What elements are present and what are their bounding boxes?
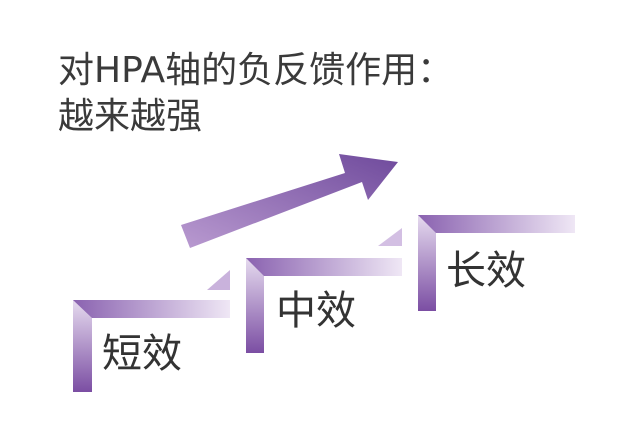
step-mid-riser	[246, 258, 264, 353]
step-mid	[246, 228, 402, 353]
step-long-tread	[418, 215, 575, 233]
step-label-short: 短效	[102, 331, 182, 377]
step-long-riser	[418, 215, 436, 311]
step-short-riser	[73, 300, 92, 392]
step-mid-connector	[378, 228, 402, 246]
title-line-1: 对HPA轴的负反馈作用：	[58, 50, 454, 91]
step-label-long: 长效	[446, 248, 526, 294]
step-mid-tread	[246, 258, 402, 276]
title-line-2: 越来越强	[58, 96, 203, 137]
slide-title: 对HPA轴的负反馈作用： 越来越强	[58, 48, 453, 140]
step-short-connector	[207, 270, 230, 290]
step-short-tread	[73, 300, 230, 318]
rising-arrow	[181, 154, 398, 248]
step-label-mid: 中效	[276, 288, 356, 334]
step-short	[73, 270, 230, 392]
step-long	[418, 215, 575, 311]
